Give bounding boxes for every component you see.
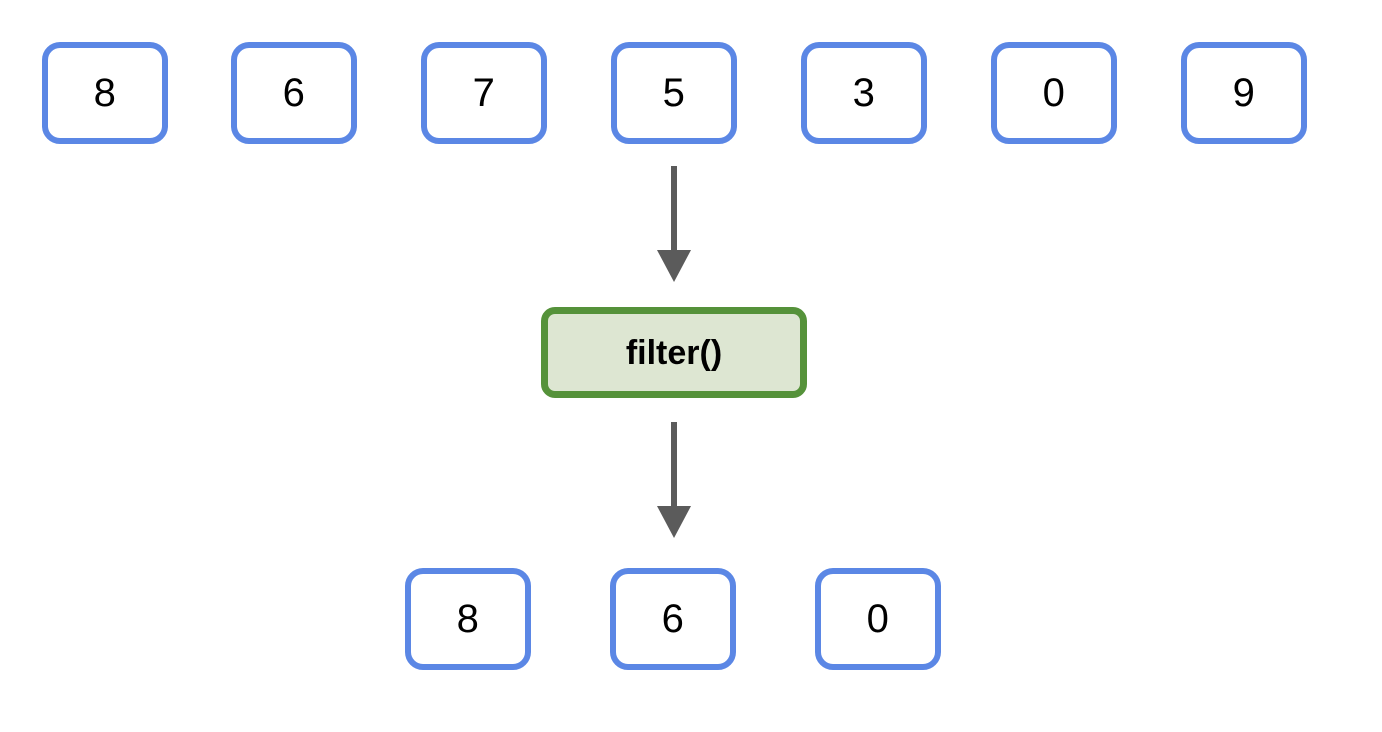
input-item-6-label: 9 [1232,71,1256,115]
input-item-1-label: 6 [282,71,306,115]
input-item-4[interactable]: 3 [801,42,927,144]
output-item-2-label: 0 [866,597,890,641]
input-item-1[interactable]: 6 [231,42,357,144]
input-item-3[interactable]: 5 [611,42,737,144]
arrow-input-to-filter-icon [657,166,691,282]
arrow-filter-to-output-icon [657,422,691,538]
output-item-0[interactable]: 8 [405,568,531,670]
output-item-0-label: 8 [456,597,480,641]
output-item-1[interactable]: 6 [610,568,736,670]
input-item-2[interactable]: 7 [421,42,547,144]
input-item-2-label: 7 [472,71,496,115]
input-item-6[interactable]: 9 [1181,42,1307,144]
input-item-5-label: 0 [1042,71,1066,115]
output-item-1-label: 6 [661,597,685,641]
output-item-2[interactable]: 0 [815,568,941,670]
filter-operation[interactable]: filter() [541,307,807,398]
filter-operation-label: filter() [625,333,723,372]
input-item-3-label: 5 [662,71,686,115]
input-item-5[interactable]: 0 [991,42,1117,144]
input-item-0-label: 8 [93,71,117,115]
input-item-4-label: 3 [852,71,876,115]
input-item-0[interactable]: 8 [42,42,168,144]
